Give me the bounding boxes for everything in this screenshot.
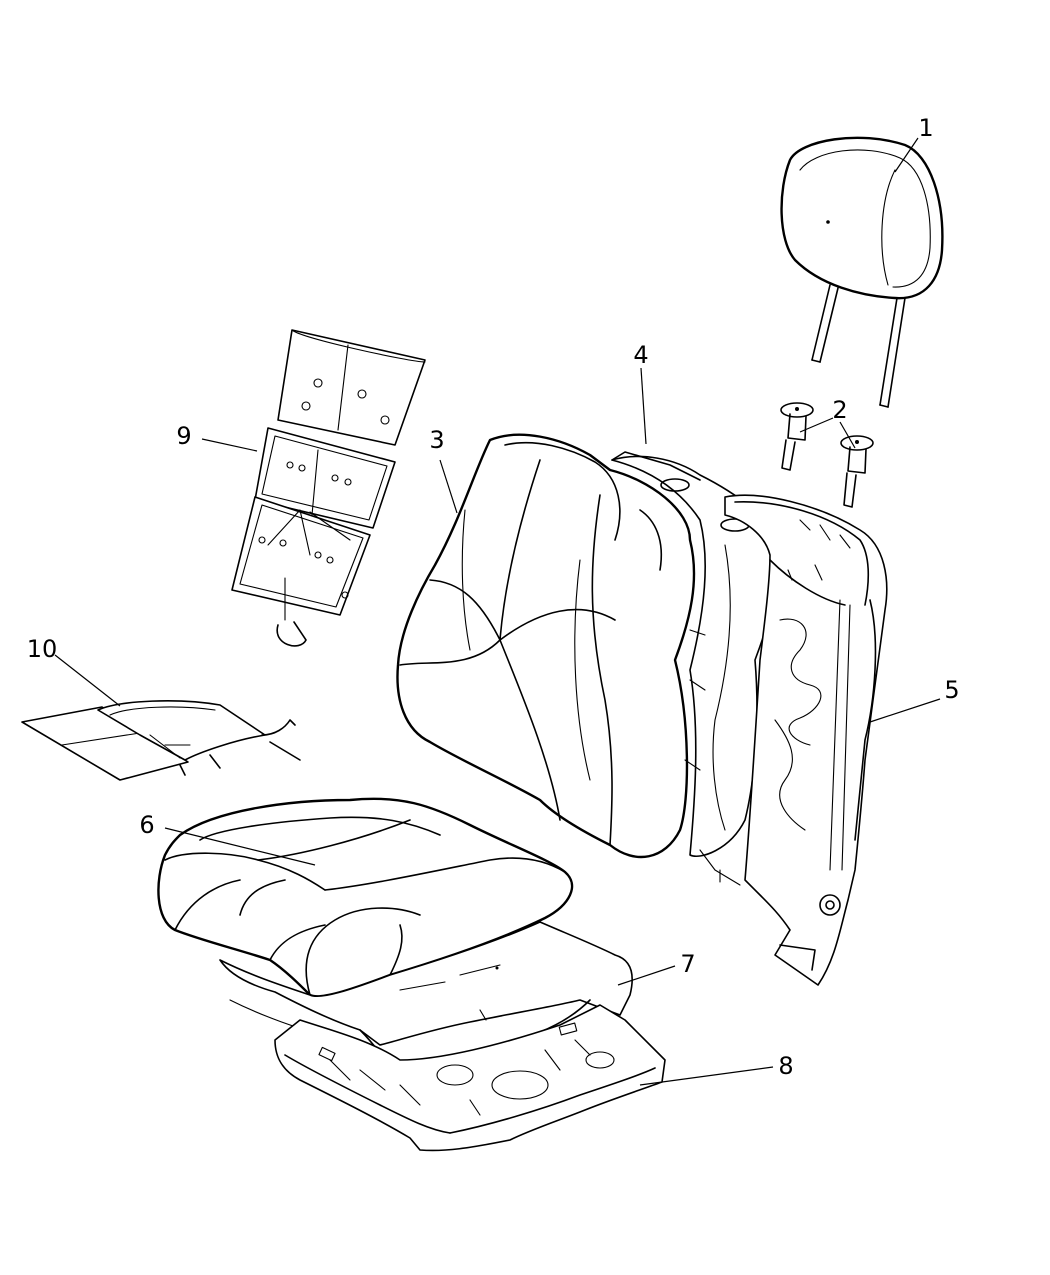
callout-9: 9 bbox=[176, 422, 191, 450]
leader-lines bbox=[54, 137, 941, 1086]
part-back-pad bbox=[231, 329, 426, 647]
part-headrest-guides bbox=[780, 402, 874, 508]
callout-4: 4 bbox=[633, 341, 648, 369]
callout-6: 6 bbox=[139, 811, 154, 839]
part-seat-pan bbox=[274, 1004, 666, 1152]
part-cushion-heater bbox=[21, 700, 301, 781]
callout-2: 2 bbox=[832, 396, 847, 424]
callout-7: 7 bbox=[680, 950, 695, 978]
callout-1: 1 bbox=[918, 114, 933, 142]
callout-5: 5 bbox=[944, 676, 959, 704]
part-headrest bbox=[780, 136, 944, 408]
callout-labels: 1 2 3 4 5 6 7 8 9 10 bbox=[27, 114, 960, 1080]
callout-10: 10 bbox=[27, 635, 58, 663]
part-back-cover bbox=[396, 433, 696, 859]
callout-8: 8 bbox=[778, 1052, 793, 1080]
part-back-frame bbox=[724, 494, 888, 986]
callout-3: 3 bbox=[429, 426, 444, 454]
